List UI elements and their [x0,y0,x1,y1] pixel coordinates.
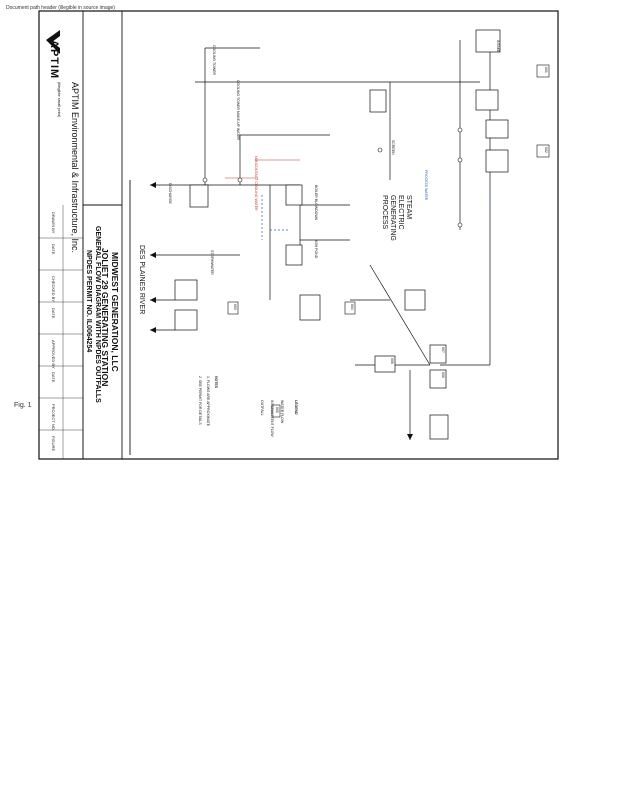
outfall-number: 008 [441,372,445,378]
drawing-title: GENERAL FLOW DIAGRAM WITH NPDES OUTFALLS [94,226,101,403]
note-item: 2. SEE PERMIT FOR DETAILS [198,376,202,425]
river-label: DES PLAINES RIVER [138,245,145,315]
valve-symbols [202,127,463,228]
flow-arrows [150,182,413,440]
diagram-label: DISCHARGE [168,183,172,204]
outfall-number: 004 [350,304,354,310]
titleblock-cell: PROJECT NO. [51,404,56,431]
diagram-label: BOILER BLOWDOWN [314,185,318,221]
client-name: MIDWEST GENERATION, LLC [110,252,120,372]
outfall-number: 005 [275,407,279,413]
station-name: JOLIET 29 GENERATING STATION [100,248,110,387]
blue-flow-lines [261,190,491,366]
diagram-label: STORMWATER [210,250,214,275]
aptim-logo-mark [46,30,60,54]
legend-item: OUTFALL [260,400,264,416]
permit-number: NPDES PERMIT NO. IL0064254 [85,250,92,353]
titleblock-cell: DRAWN BY [51,212,56,234]
titleblock-cell: DATE [51,372,56,383]
figure-label: Fig. 1 [14,402,32,409]
sheet-border [38,10,559,460]
diagram-label: ASH POND [314,240,318,259]
equipment-boxes [174,29,509,440]
titleblock-cell: DATE [51,244,56,255]
titleblock-cell: FIGURE [51,436,56,452]
red-flow-lines [225,159,300,179]
titleblock-cell: APPROVED BY [51,340,56,369]
titleblock-cell: CHECKED BY [51,276,56,303]
company-tagline: (illegible small print) [57,82,62,118]
diagram-label: INTAKE [496,40,500,53]
note-item: 1. FLOWS ARE APPROXIMATE [206,376,210,427]
outfall-number: 007 [441,347,445,353]
notes-title: NOTES [214,376,218,389]
diagram-label: COOLING TOWER MAKE-UP WATER [236,80,240,141]
document-path-header: Document path header (illegible in sourc… [6,5,115,11]
outfall-tags [227,64,550,418]
legend-title: LEGEND [294,400,298,415]
outfall-number: 002 [544,147,548,153]
legend-item: INTERMITTENT FLOW [270,400,274,437]
titleblock-cell: DATE [51,308,56,319]
screen-label: SCREEN [391,140,395,155]
legend-item: WATER FLOW [280,400,284,424]
company-name: APTIM Environmental & Infrastructure, In… [70,82,80,254]
steam-process-label: STEAM ELECTRIC GENERATING PROCESS [381,195,412,241]
process-water-label: PROCESS WATER [424,170,428,201]
diagram-label: NONCONTACT COOLING WATER [254,156,258,211]
aptim-logo-text: APTIM [48,40,60,80]
outfall-number: 001 [544,67,548,73]
cooling-tower-label: COOLING TOWER [212,45,216,76]
outfall-number: 003 [233,304,237,310]
outfall-number: 006 [390,358,394,364]
